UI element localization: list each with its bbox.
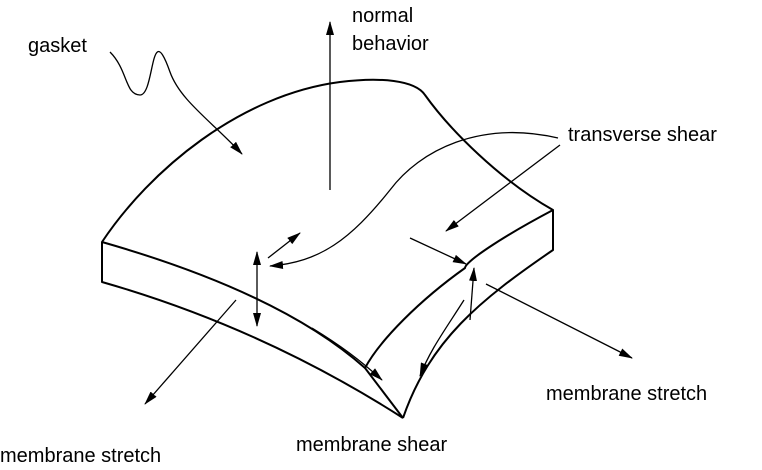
front-face-bottom-edge xyxy=(101,242,404,419)
membrane-shear-arrow-front-right xyxy=(311,327,383,381)
membrane-shear-arrow-side-down xyxy=(419,299,465,377)
top-face-outline xyxy=(101,78,554,369)
front-corner-edge xyxy=(364,367,404,419)
membrane-stretch-arrow-right xyxy=(485,283,633,359)
membrane-shear-arrow-side-up xyxy=(469,267,477,321)
transverse-shear-leader-1 xyxy=(269,132,559,269)
behavior-label: behavior xyxy=(352,33,429,55)
side-face-bottom-edge xyxy=(402,210,554,419)
transverse-shear-arrow-front xyxy=(267,232,301,259)
membrane-shear-label: membrane shear xyxy=(296,434,448,456)
membrane-stretch-left-label: membrane stretch xyxy=(0,445,161,467)
transverse-shear-label: transverse shear xyxy=(568,124,717,146)
membrane-stretch-right-label: membrane stretch xyxy=(546,383,707,405)
transverse-shear-leader-2 xyxy=(445,144,561,232)
gasket-leader xyxy=(109,51,243,155)
transverse-shear-arrow-side xyxy=(409,237,467,265)
gasket-label: gasket xyxy=(28,35,87,57)
normal-label: normal xyxy=(352,5,413,27)
membrane-stretch-arrow-left xyxy=(144,299,237,405)
